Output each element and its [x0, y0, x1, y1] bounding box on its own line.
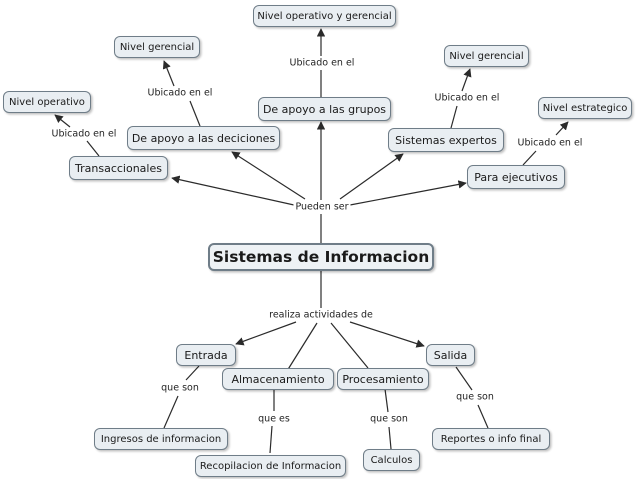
node-sistemas-de-informacion: Sistemas de Informacion [208, 243, 434, 271]
node-almacenamiento: Almacenamiento [222, 368, 334, 390]
node-para-ejecutivos: Para ejecutivos [467, 165, 565, 189]
node-nivel-gerencial-left: Nivel gerencial [114, 36, 200, 58]
node-entrada: Entrada [176, 344, 236, 366]
link-label-pueden-ser: Pueden ser [293, 201, 351, 213]
node-ingresos-de-informacion: Ingresos de informacion [94, 428, 228, 450]
node-recopilacion-de-informacion: Recopilacion de Informacion [195, 455, 346, 477]
node-nivel-operativo-y-gerencial: Nivel operativo y gerencial [253, 5, 396, 27]
node-nivel-operativo: Nivel operativo [3, 91, 91, 113]
link-label-ubicado-estrategico: Ubicado en el [515, 137, 585, 149]
node-transaccionales: Transaccionales [69, 156, 168, 180]
link-label-ubicado-operativo-gerencial: Ubicado en el [287, 57, 357, 69]
link-label-ubicado-gerencial-left: Ubicado en el [145, 87, 215, 99]
link-label-que-es: que es [256, 413, 292, 425]
node-nivel-estrategico: Nivel estrategico [538, 97, 632, 119]
node-reportes-o-info-final: Reportes o info final [432, 428, 550, 450]
link-label-que-son-procesamiento: que son [368, 413, 410, 425]
link-label-realiza-actividades: realiza actividades de [267, 309, 375, 321]
link-label-ubicado-operativo: Ubicado en el [49, 128, 119, 140]
node-de-apoyo-a-las-deciciones: De apoyo a las deciciones [127, 126, 280, 150]
node-procesamiento: Procesamiento [337, 368, 429, 390]
node-calculos: Calculos [363, 449, 420, 471]
link-label-ubicado-gerencial-right: Ubicado en el [432, 92, 502, 104]
node-de-apoyo-a-las-grupos: De apoyo a las grupos [258, 97, 391, 121]
node-sistemas-expertos: Sistemas expertos [388, 128, 504, 152]
link-label-que-son-entrada: que son [159, 382, 201, 394]
node-nivel-gerencial-right: Nivel gerencial [444, 45, 529, 67]
node-salida: Salida [426, 344, 475, 366]
link-label-que-son-salida: que son [454, 391, 496, 403]
